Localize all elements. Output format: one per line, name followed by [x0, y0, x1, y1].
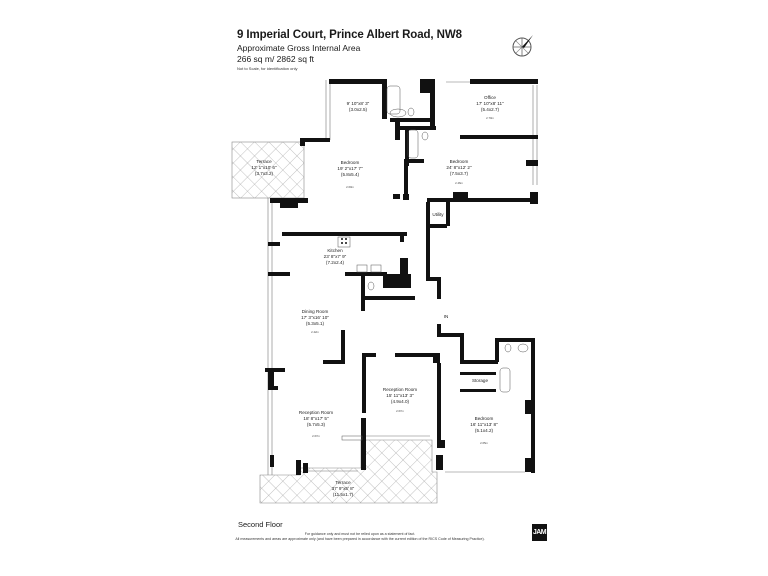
svg-text:(11.5x1.7): (11.5x1.7) — [333, 492, 354, 497]
disclaimer: For guidance only and must not be relied… — [190, 532, 530, 542]
disclaimer-line-1: For guidance only and must not be relied… — [304, 532, 416, 536]
svg-text:Bedroom: Bedroom — [341, 160, 360, 165]
dressing-dimensions: 9' 10"x8' 3" — [347, 101, 370, 106]
jam-logo: JAM — [532, 524, 547, 541]
svg-text:Reception Room: Reception Room — [383, 387, 417, 392]
room-bedroom-main: Bedroom 19' 2"x17' 7" (5.8x5.4) 2.60m — [337, 160, 363, 189]
svg-text:15' 11"x13' 3": 15' 11"x13' 3" — [386, 393, 414, 398]
svg-text:Kitchen: Kitchen — [327, 248, 343, 253]
svg-text:2.60m: 2.60m — [346, 185, 354, 189]
svg-text:2.70m: 2.70m — [486, 116, 494, 120]
room-terrace-upper: Terrace 12' 1"x10' 6" (3.7x3.2) — [251, 159, 277, 176]
svg-text:Office: Office — [484, 95, 496, 100]
svg-text:17' 3"x16' 10": 17' 3"x16' 10" — [301, 315, 329, 320]
svg-text:(5.7x5.3): (5.7x5.3) — [307, 422, 326, 427]
room-bedroom-2: Bedroom 24' 8"x12' 2" (7.5x3.7) 2.46m — [446, 159, 472, 185]
room-bedroom-3: Bedroom 16' 11"x13' 8" (5.1x4.2) 2.65m — [470, 416, 498, 445]
room-dressing: 9' 10"x8' 3" (3.0x2.5) — [347, 101, 370, 112]
svg-text:16' 11"x13' 8": 16' 11"x13' 8" — [470, 422, 498, 427]
svg-text:Terrace: Terrace — [256, 159, 272, 164]
svg-text:2.42m: 2.42m — [311, 330, 319, 334]
svg-text:19' 2"x17' 7": 19' 2"x17' 7" — [337, 166, 363, 171]
room-office: Office 17' 10"x8' 11" (5.4x2.7) 2.70m — [476, 95, 504, 120]
svg-text:2.67m: 2.67m — [312, 434, 320, 438]
room-reception-small: Reception Room 15' 11"x13' 3" (4.9x4.0) … — [383, 387, 417, 413]
dressing-metric: (3.0x2.5) — [349, 107, 368, 112]
svg-text:(5.8x5.4): (5.8x5.4) — [341, 172, 360, 177]
compass-north-arrow-icon — [512, 35, 533, 57]
svg-text:(7.5x3.7): (7.5x3.7) — [450, 171, 469, 176]
plan-title: 9 Imperial Court, Prince Albert Road, NW… — [237, 29, 462, 41]
svg-text:Reception Room: Reception Room — [299, 410, 333, 415]
svg-text:37' 9"x5' 8": 37' 9"x5' 8" — [332, 486, 355, 491]
disclaimer-line-2: All measurements and areas are approxima… — [235, 537, 485, 541]
svg-text:Bedroom: Bedroom — [450, 159, 469, 164]
room-dining: Dining Room 17' 3"x16' 10" (5.3x5.1) 2.4… — [301, 309, 329, 334]
svg-text:18' 8"x17' 5": 18' 8"x17' 5" — [303, 416, 329, 421]
svg-text:17' 10"x8' 11": 17' 10"x8' 11" — [476, 101, 504, 106]
svg-text:Terrace: Terrace — [335, 480, 351, 485]
svg-text:2.65m: 2.65m — [480, 441, 488, 445]
svg-text:Bedroom: Bedroom — [475, 416, 494, 421]
svg-text:(7.2x2.4): (7.2x2.4) — [326, 260, 345, 265]
scale-note: Not to Scale, for identification only — [237, 66, 298, 71]
entrance-label: IN — [444, 314, 449, 319]
svg-text:(4.9x4.0): (4.9x4.0) — [391, 399, 410, 404]
svg-text:(5.1x4.2): (5.1x4.2) — [475, 428, 494, 433]
svg-text:Dining Room: Dining Room — [302, 309, 329, 314]
svg-text:12' 1"x10' 6": 12' 1"x10' 6" — [251, 165, 277, 170]
floor-label: Second Floor — [238, 520, 283, 529]
plan-area: 266 sq m/ 2862 sq ft — [237, 54, 315, 64]
plan-subtitle: Approximate Gross Internal Area — [237, 43, 361, 53]
svg-text:(5.4x2.7): (5.4x2.7) — [481, 107, 500, 112]
svg-text:23' 8"x7' 9": 23' 8"x7' 9" — [324, 254, 347, 259]
room-reception-large: Reception Room 18' 8"x17' 5" (5.7x5.3) 2… — [299, 410, 333, 438]
room-utility: Utility — [432, 212, 444, 217]
room-storage: Storage — [472, 378, 489, 383]
svg-text:24' 8"x12' 2": 24' 8"x12' 2" — [446, 165, 472, 170]
svg-text:2.67m: 2.67m — [396, 409, 404, 413]
room-terrace-lower: Terrace 37' 9"x5' 8" (11.5x1.7) — [332, 480, 355, 497]
svg-text:2.46m: 2.46m — [455, 181, 463, 185]
svg-text:(5.3x5.1): (5.3x5.1) — [306, 321, 325, 326]
room-kitchen: Kitchen 23' 8"x7' 9" (7.2x2.4) — [324, 248, 347, 265]
terrace-upper-area — [231, 141, 305, 199]
svg-text:(3.7x3.2): (3.7x3.2) — [255, 171, 274, 176]
